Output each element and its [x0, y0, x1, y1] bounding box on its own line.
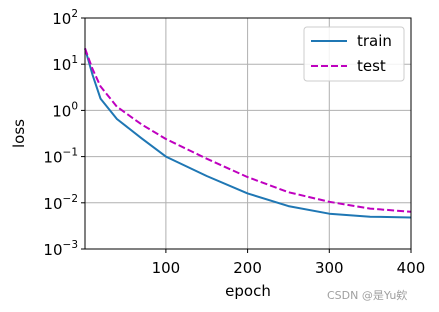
- x-axis-label: epoch: [225, 282, 271, 300]
- y-tick-label: 100: [52, 100, 78, 120]
- y-tick-label: 101: [52, 54, 78, 74]
- watermark: CSDN @是Yu欸: [327, 289, 408, 302]
- y-tick-label: 102: [52, 8, 78, 28]
- x-tick-label: 400: [397, 259, 426, 277]
- y-tick-label: 10−1: [43, 147, 78, 167]
- series-lines: [84, 48, 412, 219]
- y-tick-label: 10−3: [43, 239, 78, 259]
- y-axis-ticks: 10−3 10−2 10−1 100 101 102: [43, 8, 85, 259]
- x-axis-ticks: 100 200 300 400: [152, 249, 426, 277]
- series-line-train: [84, 48, 412, 219]
- legend-label-train: train: [357, 32, 392, 50]
- y-tick-label: 10−2: [43, 193, 78, 213]
- legend: train test: [303, 26, 405, 82]
- legend-label-test: test: [357, 57, 386, 75]
- x-tick-label: 100: [152, 259, 181, 277]
- x-tick-label: 200: [233, 259, 262, 277]
- x-tick-label: 300: [315, 259, 344, 277]
- y-axis-label: loss: [10, 119, 28, 148]
